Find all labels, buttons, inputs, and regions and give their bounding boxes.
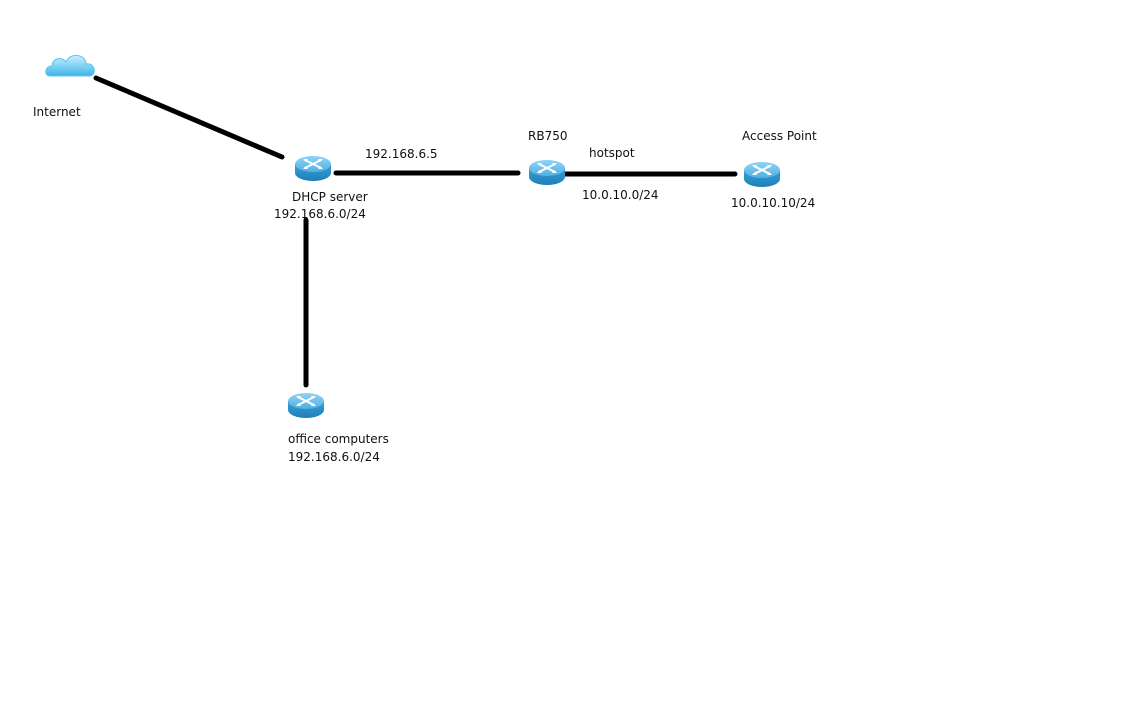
cloud-icon [45, 55, 95, 77]
node-label-internet: Internet [33, 105, 81, 119]
node-subnet-office-computers: 192.168.6.0/24 [288, 450, 380, 464]
link-internet-dhcp [93, 75, 285, 160]
router-icon-rb750 [528, 159, 566, 186]
link-label-hotspot: hotspot [589, 146, 635, 160]
link-label-dhcp-rb750-ip: 192.168.6.5 [365, 147, 438, 161]
router-icon-access-point [743, 161, 781, 188]
node-label-office-computers: office computers [288, 432, 389, 446]
node-label-access-point: Access Point [742, 129, 817, 143]
node-label-rb750: RB750 [528, 129, 568, 143]
node-ip-access-point: 10.0.10.10/24 [731, 196, 816, 210]
node-label-dhcp-server: DHCP server [292, 190, 368, 204]
router-icon-dhcp-server [294, 155, 332, 182]
link-label-hotspot-subnet: 10.0.10.0/24 [582, 188, 659, 202]
node-subnet-dhcp-server: 192.168.6.0/24 [274, 207, 366, 221]
router-icon-office-computers [287, 392, 325, 419]
